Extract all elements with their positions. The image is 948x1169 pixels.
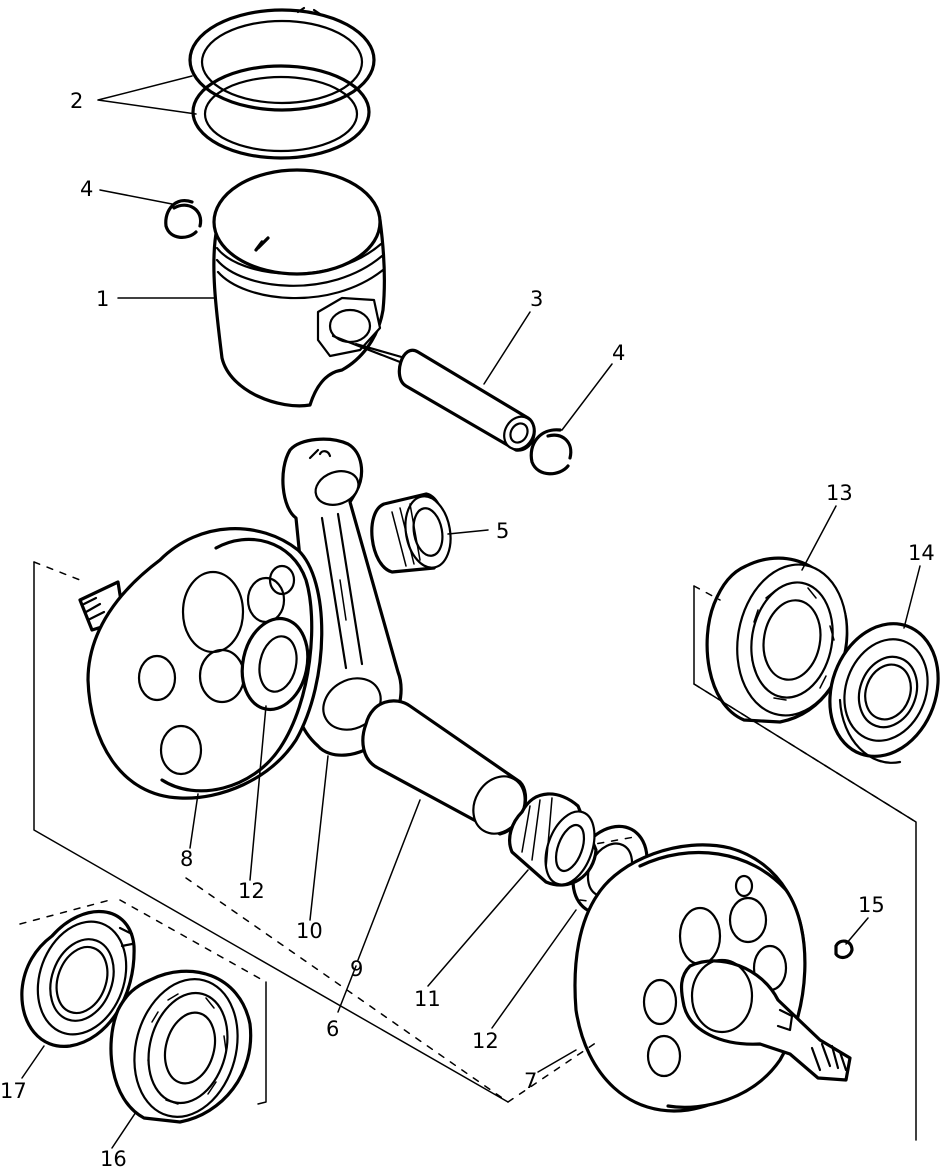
woodruff-key [834,939,854,960]
clips [164,199,573,476]
callout-piston-pin: 3 [530,287,543,311]
crank-pin [361,699,528,836]
callout-crankshaft-assembly: 6 [326,1017,339,1041]
oil-seal-right [828,622,940,764]
callout-thrust-washer-left: 12 [238,879,265,903]
big-end-bearing [508,792,598,887]
callout-oil-seal-left: 17 [0,1079,27,1103]
callout-bearing-right: 13 [826,481,853,505]
callout-big-end-bearing: 11 [414,987,441,1011]
callout-crank-left: 8 [180,847,193,871]
callout-thrust-washer-right: 12 [472,1029,499,1053]
callout-oil-seal-right: 14 [908,541,935,565]
small-end-bearing [370,492,452,574]
callout-crank-right: 7 [524,1069,537,1093]
callout-labels: 2 4 1 3 4 5 13 14 15 8 12 10 9 11 6 12 7… [0,89,935,1169]
bearing-left [109,969,253,1124]
callout-bearing-left: 16 [100,1147,127,1169]
callout-clip-right: 4 [612,341,625,365]
leader-lines [21,75,921,1149]
bearing-right [705,556,849,724]
callout-woodruff-key: 15 [858,893,885,917]
piston-pin [397,348,536,452]
callout-small-end-bearing: 5 [496,519,509,543]
callout-piston-rings: 2 [70,89,83,113]
piston-rings [188,6,376,160]
callout-connecting-rod: 10 [296,919,323,943]
crank-right [573,843,852,1113]
callout-clip-left: 4 [80,177,93,201]
piston [212,168,407,408]
callout-piston: 1 [96,287,109,311]
oil-seal-left [20,910,136,1048]
callout-crank-pin: 9 [350,957,363,981]
